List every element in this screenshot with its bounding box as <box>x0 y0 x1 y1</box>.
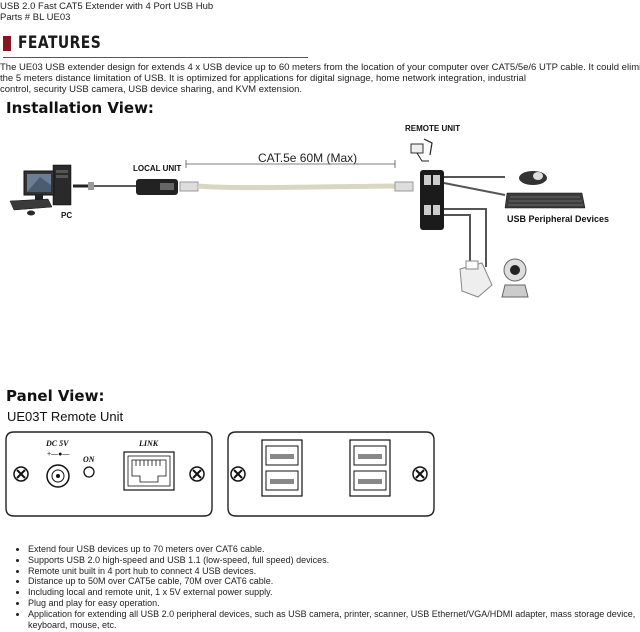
screw-right-2 <box>412 466 428 482</box>
list-item: Extend four USB devices up to 70 meters … <box>28 544 640 555</box>
usb-port-stack-1 <box>261 439 303 497</box>
list-item: Including local and remote unit, 1 x 5V … <box>28 587 640 598</box>
usb-peripherals-label: USB Peripheral Devices <box>507 214 609 224</box>
list-item: Supports USB 2.0 high-speed and USB 1.1 … <box>28 555 640 566</box>
panel-diagram: DC 5V +—●— ON LINK <box>5 431 435 517</box>
screw-left-1 <box>13 466 29 482</box>
installation-diagram: PC LOCAL UNIT CAT.5e 60M (Max) REMOTE UN… <box>9 124 609 298</box>
features-marker <box>3 36 11 51</box>
remote-unit-label: REMOTE UNIT <box>405 124 460 133</box>
keyboard-icon <box>504 192 586 209</box>
power-adapter-icon <box>410 138 433 162</box>
on-label: ON <box>83 455 96 464</box>
remote-unit-device <box>420 170 444 230</box>
power-led <box>83 466 95 478</box>
usb-port-stack-2 <box>349 439 391 497</box>
front-panel <box>5 431 213 517</box>
feature-list: Extend four USB devices up to 70 meters … <box>8 544 640 630</box>
features-divider <box>3 57 308 58</box>
polarity-symbol: +—●— <box>47 451 69 458</box>
part-number: Parts # BL UE03 <box>0 12 71 23</box>
list-item: Plug and play for easy operation. <box>28 598 640 609</box>
webcam-icon <box>501 258 529 298</box>
installation-view-heading: Installation View: <box>6 99 154 117</box>
description-line-3: control, security USB camera, USB device… <box>0 84 303 95</box>
screw-left-2 <box>189 466 205 482</box>
panel-view-subtitle: UE03T Remote Unit <box>7 409 124 424</box>
rear-panel <box>227 431 435 517</box>
link-label: LINK <box>138 439 159 448</box>
dc-power-jack <box>46 464 70 488</box>
dc-5v-label: DC 5V <box>45 439 69 448</box>
list-item: Remote unit built in 4 port hub to conne… <box>28 566 640 577</box>
pc-icon <box>9 164 72 216</box>
printer-icon <box>459 260 493 298</box>
list-item: Distance up to 50M over CAT5e cable, 70M… <box>28 576 640 587</box>
screw-right-1 <box>230 466 246 482</box>
features-heading: FEATURES <box>18 33 102 53</box>
mouse-icon <box>519 171 547 185</box>
cable-distance-label: CAT.5e 60M (Max) <box>258 151 357 165</box>
panel-view-heading: Panel View: <box>6 387 105 405</box>
local-unit-label: LOCAL UNIT <box>133 164 181 173</box>
description-line-2: the 5 meters distance limitation of USB.… <box>0 73 526 84</box>
description-line-1: The UE03 USB extender design for extends… <box>0 62 640 73</box>
rj45-port <box>123 451 175 491</box>
pc-label: PC <box>61 211 72 220</box>
product-title: USB 2.0 Fast CAT5 Extender with 4 Port U… <box>0 1 214 12</box>
list-item: Application for extending all USB 2.0 pe… <box>28 609 640 631</box>
local-unit-device <box>136 179 178 195</box>
